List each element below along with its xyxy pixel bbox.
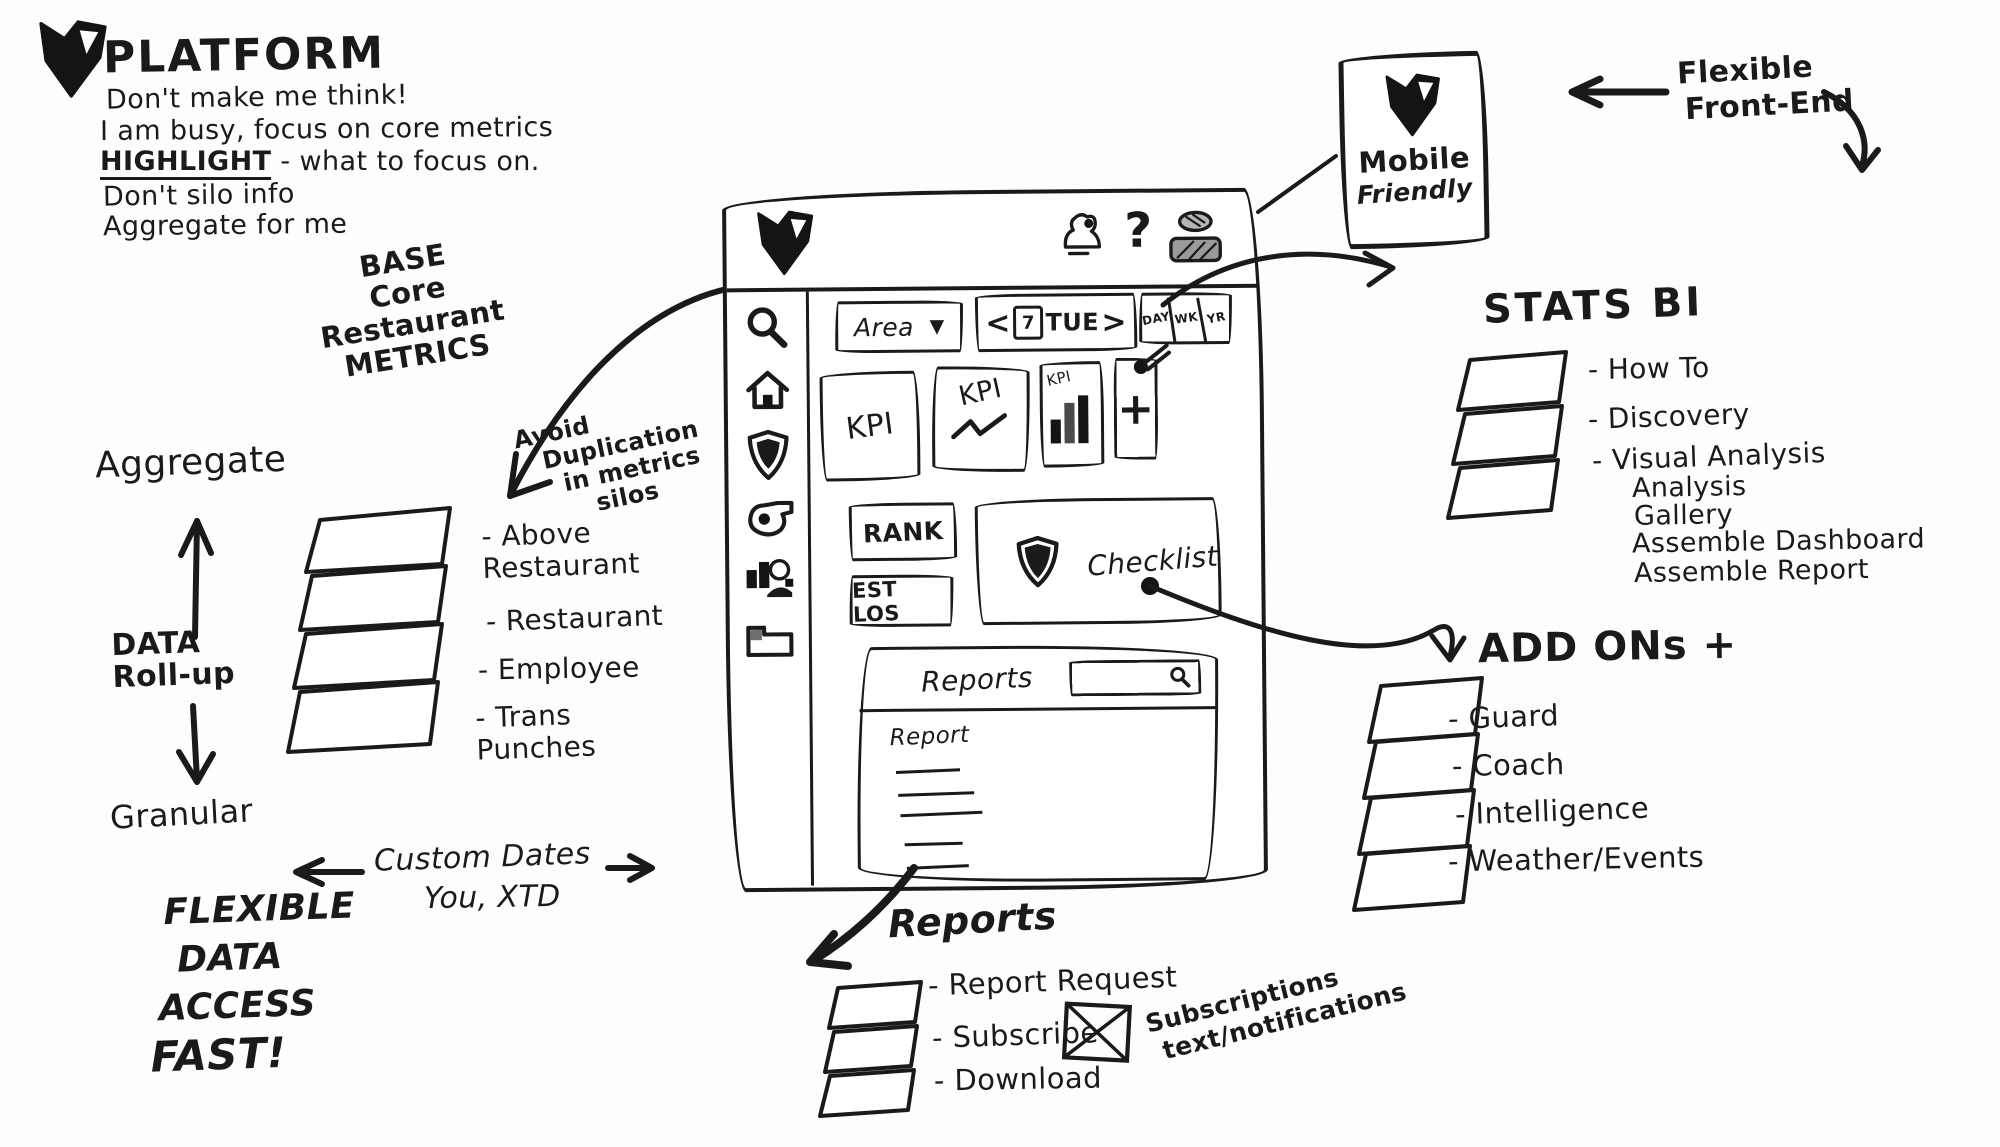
- date-picker: < 7 TUE >: [974, 292, 1138, 353]
- report-row-line[interactable]: [900, 810, 983, 818]
- data-rollup-label: DATA Roll-up: [110, 625, 236, 696]
- folder-icon[interactable]: [743, 618, 795, 660]
- addon-intelligence: - Intelligence: [1454, 790, 1650, 832]
- area-label: Area: [853, 312, 914, 342]
- date-next-button[interactable]: >: [1101, 304, 1128, 340]
- stats-sub-assemble-report: Assemble Report: [1633, 553, 1870, 590]
- stats-bi-page-stack: [1446, 350, 1568, 520]
- granular-down-arrow: [176, 703, 216, 785]
- app-wireframe: ?: [721, 187, 1269, 893]
- custom-dates-left-arrow: [293, 857, 365, 887]
- stats-bi-arrow: [1160, 250, 1396, 308]
- custom-dates-sub: You, XTD: [423, 878, 561, 917]
- custom-dates-label: Custom Dates: [373, 836, 592, 879]
- reports-panel-title: Reports: [920, 660, 1034, 699]
- user-icon[interactable]: [1056, 209, 1108, 261]
- area-dropdown[interactable]: Area ▼: [834, 300, 964, 354]
- report-row-line[interactable]: [904, 841, 963, 847]
- pencil-icon[interactable]: [1131, 338, 1172, 378]
- level-employee: - Employee: [477, 650, 640, 687]
- kpi-card-3[interactable]: KPI: [1039, 361, 1105, 468]
- flexible-data-access: FLEXIBLE DATA ACCESS FAST!: [149, 885, 356, 1082]
- add-ons-heading: ADD ONs +: [1477, 621, 1738, 673]
- line-chart-icon: [951, 413, 1008, 440]
- report-column-header: Report: [889, 721, 970, 752]
- aggregate-label: Aggregate: [94, 438, 287, 487]
- menu-icon[interactable]: [1166, 210, 1222, 266]
- add-ons-arrow: [1141, 577, 1467, 663]
- date-prev-button[interactable]: <: [985, 305, 1011, 341]
- mobile-fox-logo-icon: [1385, 73, 1440, 137]
- stats-item-how-to: - How To: [1587, 350, 1710, 387]
- stats-item-discovery: - Discovery: [1587, 397, 1751, 436]
- app-sidebar: [726, 291, 815, 887]
- home-icon[interactable]: [743, 368, 791, 412]
- reports-page-stack: [818, 980, 923, 1118]
- front-end-left-arrow: [1568, 75, 1670, 109]
- note-dont-make-me-think: Don't make me think!: [105, 79, 409, 116]
- search-icon[interactable]: [742, 304, 790, 352]
- addon-guard: - Guard: [1447, 698, 1560, 736]
- envelope-icon: [1061, 1001, 1133, 1063]
- help-icon[interactable]: ?: [1124, 202, 1153, 259]
- note-silo: Don't silo info: [102, 178, 296, 213]
- highlight-rest: - what to focus on.: [271, 146, 540, 177]
- add-ons-page-stack: [1352, 676, 1484, 912]
- whistle-icon[interactable]: [743, 498, 794, 540]
- level-trans-punches: - Trans Punches: [474, 698, 597, 767]
- rank-button[interactable]: RANK: [848, 502, 958, 562]
- mobile-friendly-card: Mobile Friendly: [1338, 50, 1490, 250]
- highlight-word: HIGHLIGHT: [100, 146, 272, 180]
- subscriptions-note: Subscriptions text/notifications: [1142, 962, 1410, 1066]
- front-end-down-arrow: [1821, 89, 1881, 173]
- date-day-label: TUE: [1045, 308, 1100, 337]
- calendar-icon[interactable]: 7: [1013, 305, 1044, 340]
- addon-weather-events: - Weather/Events: [1447, 839, 1705, 879]
- reports-arrow: [806, 864, 918, 970]
- reports-search-input[interactable]: [1069, 659, 1202, 697]
- report-row-line[interactable]: [895, 768, 961, 774]
- kpi-card-2[interactable]: KPI: [931, 365, 1031, 473]
- checklist-card[interactable]: Checklist: [974, 497, 1222, 626]
- chevron-down-icon: ▼: [929, 315, 945, 338]
- reports-item-request: - Report Request: [927, 959, 1178, 1003]
- level-above-restaurant: - Above Restaurant: [480, 516, 641, 586]
- report-row-line[interactable]: [898, 791, 975, 797]
- note-busy: I am busy, focus on core metrics: [99, 112, 554, 147]
- app-header: ?: [725, 191, 1259, 293]
- reports-panel: Reports Report: [855, 644, 1220, 884]
- reports-flow-heading: Reports: [886, 893, 1058, 947]
- team-metrics-icon[interactable]: [744, 556, 794, 602]
- fox-logo-icon: [39, 20, 107, 98]
- mobile-connector-line: [1256, 154, 1338, 214]
- metrics-page-stack: [286, 506, 452, 754]
- platform-title: PLATFORM: [102, 27, 386, 84]
- custom-dates-right-arrow: [605, 853, 655, 883]
- note-highlight: HIGHLIGHT - what to focus on.: [100, 146, 540, 180]
- app-fox-logo-icon: [757, 210, 814, 276]
- rollup-up-arrow: [178, 518, 214, 640]
- note-aggregate-for-me: Aggregate for me: [102, 208, 348, 243]
- granular-label: Granular: [109, 791, 254, 837]
- magnifier-icon: [1170, 666, 1191, 688]
- level-restaurant: - Restaurant: [485, 598, 664, 639]
- stats-sub-assemble-dashboard: Assemble Dashboard: [1631, 523, 1926, 560]
- kpi-card-1[interactable]: KPI: [819, 370, 921, 482]
- bar-chart-icon: [1050, 395, 1089, 444]
- stats-bi-heading: STATS BI: [1482, 279, 1704, 333]
- plus-icon: +: [1116, 383, 1155, 435]
- checklist-shield-icon: [1016, 535, 1059, 588]
- reports-panel-header: Reports: [858, 647, 1216, 713]
- addon-coach: - Coach: [1451, 747, 1565, 783]
- reports-item-download: - Download: [933, 1060, 1103, 1098]
- shield-icon[interactable]: [745, 428, 791, 482]
- est-button[interactable]: EST LOS: [849, 574, 954, 628]
